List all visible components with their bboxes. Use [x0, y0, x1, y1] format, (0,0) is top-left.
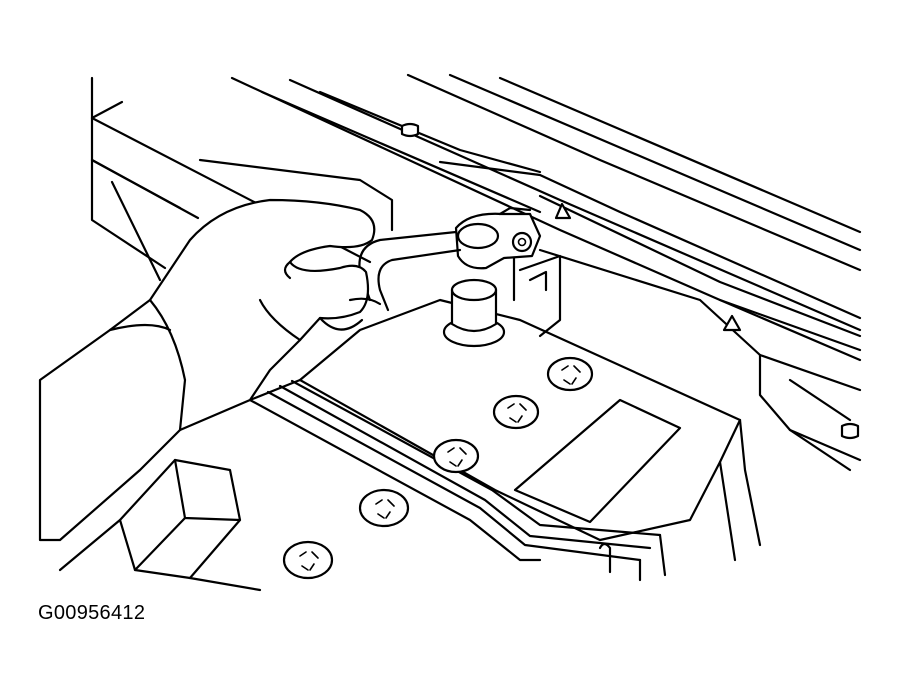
- battery-top: [248, 298, 762, 582]
- terminal-clamp: [358, 206, 542, 312]
- rail-bolts: [400, 122, 860, 440]
- battery-terminal-post: [442, 278, 506, 348]
- figure-code-label: G00956412: [38, 602, 146, 624]
- right-structure: [512, 254, 562, 338]
- vent-cap: [282, 540, 334, 580]
- vent-cap: [358, 488, 410, 528]
- vent-cap: [546, 356, 594, 392]
- vent-cap: [492, 394, 540, 430]
- hold-down-bracket: [58, 458, 612, 592]
- vent-cap: [432, 438, 480, 474]
- battery-vent-caps: [282, 356, 594, 580]
- hand: [38, 198, 382, 542]
